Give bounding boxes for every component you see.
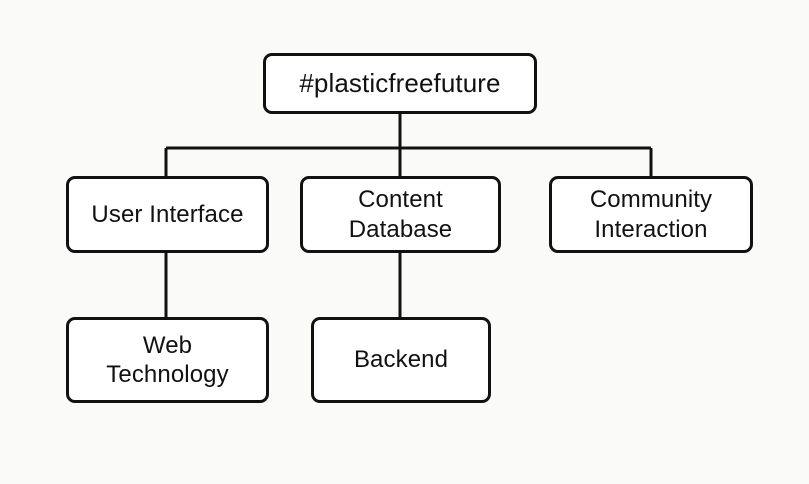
node-content-database-label: Content Database [348, 186, 453, 243]
node-root-label: #plasticfreefuture [299, 67, 501, 98]
node-web-technology[interactable]: Web Technology [66, 317, 269, 403]
node-backend[interactable]: Backend [311, 317, 491, 403]
node-web-technology-label: Web Technology [106, 331, 229, 388]
node-backend-label: Backend [353, 346, 449, 374]
node-user-interface-label: User Interface [91, 200, 244, 228]
node-root[interactable]: #plasticfreefuture [263, 53, 537, 114]
node-user-interface[interactable]: User Interface [66, 176, 269, 253]
node-content-database[interactable]: Content Database [300, 176, 501, 253]
node-community-interaction[interactable]: Community Interaction [549, 176, 753, 253]
node-community-interaction-label: Community Interaction [589, 186, 713, 243]
